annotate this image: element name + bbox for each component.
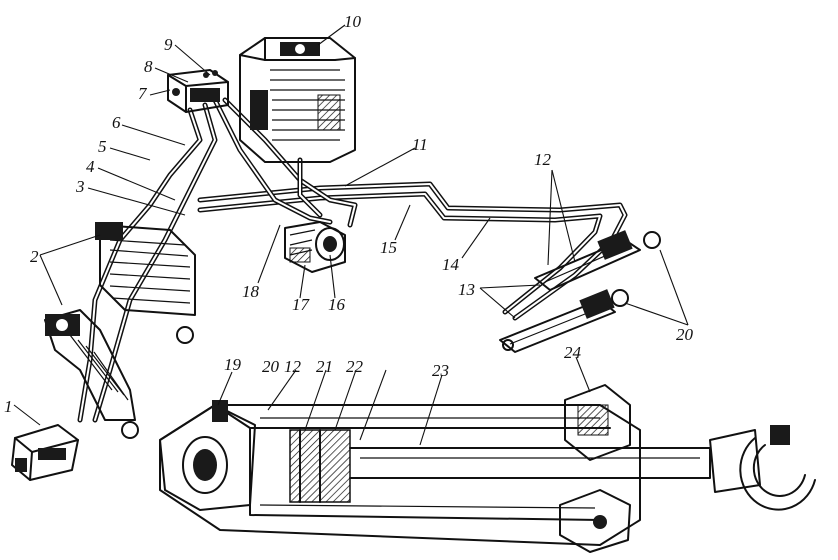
callout-24: 24 — [564, 343, 582, 362]
leader-lines — [13, 24, 689, 446]
callout-10: 10 — [344, 12, 362, 31]
callout-18: 18 — [242, 282, 260, 301]
callout-9: 9 — [164, 35, 173, 54]
right-cylinders — [499, 230, 661, 353]
callout-12-right: 12 — [534, 150, 552, 169]
callout-labels: 1 2 3 4 5 6 7 8 9 10 11 12 12 13 14 15 1… — [4, 12, 694, 416]
callout-16: 16 — [328, 295, 346, 314]
callout-14: 14 — [442, 255, 460, 274]
callout-7: 7 — [138, 84, 148, 103]
hydraulic-lines — [77, 97, 628, 423]
callout-5: 5 — [98, 137, 107, 156]
callout-13: 13 — [458, 280, 475, 299]
callout-11: 11 — [412, 135, 428, 154]
left-cylinders — [44, 222, 196, 439]
callout-8: 8 — [144, 57, 153, 76]
callout-12-cylinder: 12 — [284, 357, 302, 376]
valve-1 — [11, 424, 79, 481]
callout-22: 22 — [346, 357, 364, 376]
callout-3: 3 — [75, 177, 85, 196]
callout-20-cylinder: 20 — [262, 357, 280, 376]
callout-17: 17 — [292, 295, 311, 314]
callout-19: 19 — [224, 355, 242, 374]
cutaway-cylinder — [159, 384, 816, 553]
distributor-valve — [167, 69, 229, 113]
callout-4: 4 — [86, 157, 95, 176]
callout-15: 15 — [380, 238, 397, 257]
hydraulic-tank — [239, 37, 356, 163]
callout-1: 1 — [4, 397, 13, 416]
callout-21: 21 — [316, 357, 333, 376]
callout-2: 2 — [30, 247, 39, 266]
callout-23: 23 — [432, 361, 449, 380]
callout-6: 6 — [112, 113, 121, 132]
hydraulic-pump — [284, 221, 346, 273]
callout-20-right: 20 — [676, 325, 694, 344]
